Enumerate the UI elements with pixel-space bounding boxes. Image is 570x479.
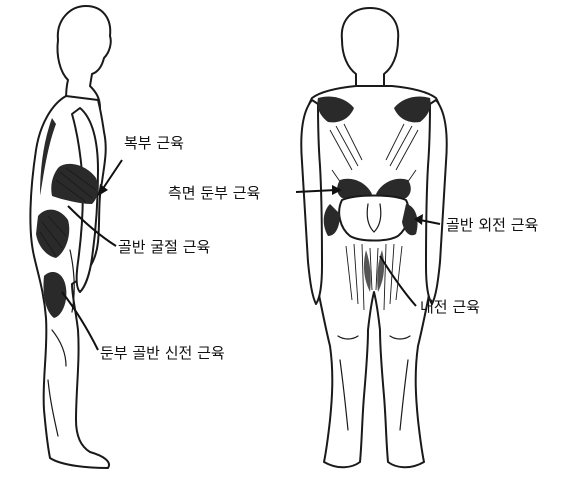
label-abdominal: 복부 근육 — [124, 134, 184, 152]
back-left-arm — [301, 100, 322, 304]
label-adductor: 내전 근육 — [420, 298, 480, 316]
back-pelvis — [339, 196, 409, 241]
back-view-figure — [301, 8, 446, 467]
label-lateral-gluteal: 측면 둔부 근육 — [168, 184, 260, 202]
back-head — [342, 8, 398, 88]
side-head — [57, 6, 110, 108]
side-view-figure — [30, 6, 110, 468]
label-gluteal-hip-extensor: 둔부 골반 신전 근육 — [100, 344, 225, 362]
back-body — [305, 86, 443, 467]
label-hip-flexor: 골반 굴절 근육 — [118, 238, 210, 256]
label-hip-abductor: 골반 외전 근육 — [446, 216, 538, 234]
back-right-arm — [426, 100, 447, 304]
